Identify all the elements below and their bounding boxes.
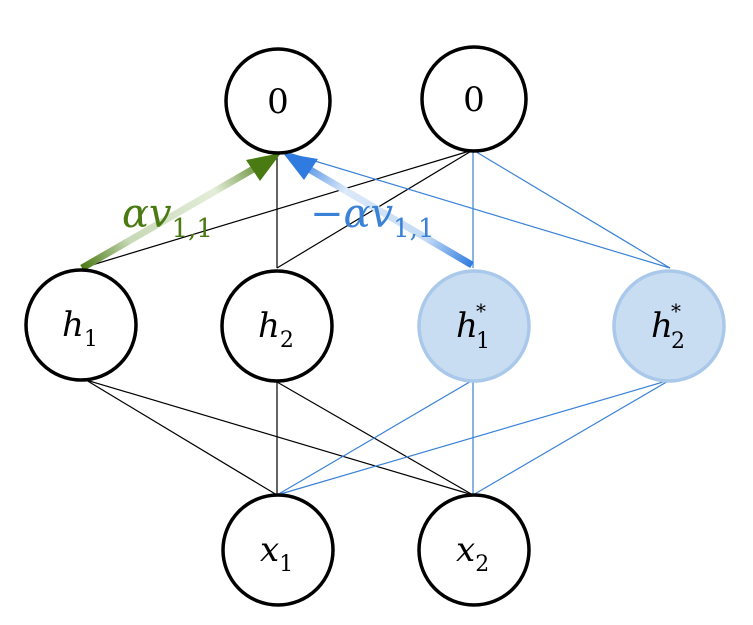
input-clone-edges (276, 379, 671, 496)
h1star-sub: 1 (476, 329, 490, 354)
blue-arrow (283, 153, 474, 269)
h2star-sup: * (671, 299, 681, 323)
edge-x1-h1star (276, 379, 474, 496)
hidden-node-h2: h2 (220, 269, 334, 383)
svg-text:x2: x2 (456, 530, 489, 577)
green-arrow (80, 153, 281, 272)
blue-label-prefix: − (310, 191, 344, 237)
output-node-1-label: 0 (267, 82, 289, 122)
output-node-2-label: 0 (463, 80, 485, 120)
edge-h2star-out1 (284, 151, 671, 269)
x1-base: x (260, 530, 279, 570)
input-hidden-edges (85, 379, 474, 496)
svg-text:h1: h1 (62, 305, 98, 352)
h1-base: h (62, 305, 84, 345)
h2star-sub: 2 (671, 329, 685, 354)
h1-sub: 1 (84, 327, 98, 352)
green-label-sub: 1,1 (172, 214, 213, 244)
edge-x2-h2star (472, 379, 671, 496)
output-node-2: 0 (420, 45, 528, 153)
svg-text:h: h (456, 306, 478, 346)
clone-node-h1star: h * 1 (417, 269, 531, 383)
h2-base: h (258, 306, 280, 346)
edge-x1-h2star (276, 379, 671, 496)
svg-text:h: h (651, 306, 673, 346)
x2-base: x (456, 530, 475, 570)
blue-label-sub: 1,1 (393, 214, 434, 244)
output-node-1: 0 (224, 47, 332, 155)
edge-x2-h1 (85, 379, 474, 496)
blue-edge-label: −αv1,1 (310, 191, 435, 244)
input-node-x1: x1 (221, 493, 335, 607)
svg-text:x1: x1 (260, 530, 293, 577)
green-label-alpha: α (122, 191, 149, 237)
h1star-base: h (456, 306, 478, 346)
blue-label-alpha: α (344, 191, 371, 237)
x1-sub: 1 (279, 552, 293, 577)
x2-sub: 2 (475, 552, 489, 577)
h2-sub: 2 (280, 328, 294, 353)
green-label-var: v (149, 191, 172, 237)
svg-text:h2: h2 (258, 306, 294, 353)
hidden-node-h1: h1 (24, 268, 138, 382)
blue-label-var: v (371, 191, 394, 237)
clone-node-h2star: h * 2 (612, 269, 726, 383)
h1star-sup: * (476, 299, 486, 323)
clone-output-edges (284, 149, 671, 269)
edge-x2-h2 (276, 381, 474, 496)
input-node-x2: x2 (417, 493, 531, 607)
green-edge-label: αv1,1 (122, 191, 213, 244)
edge-h2star-out2 (472, 149, 671, 269)
h2star-base: h (651, 306, 673, 346)
edge-x1-h1 (85, 379, 278, 496)
